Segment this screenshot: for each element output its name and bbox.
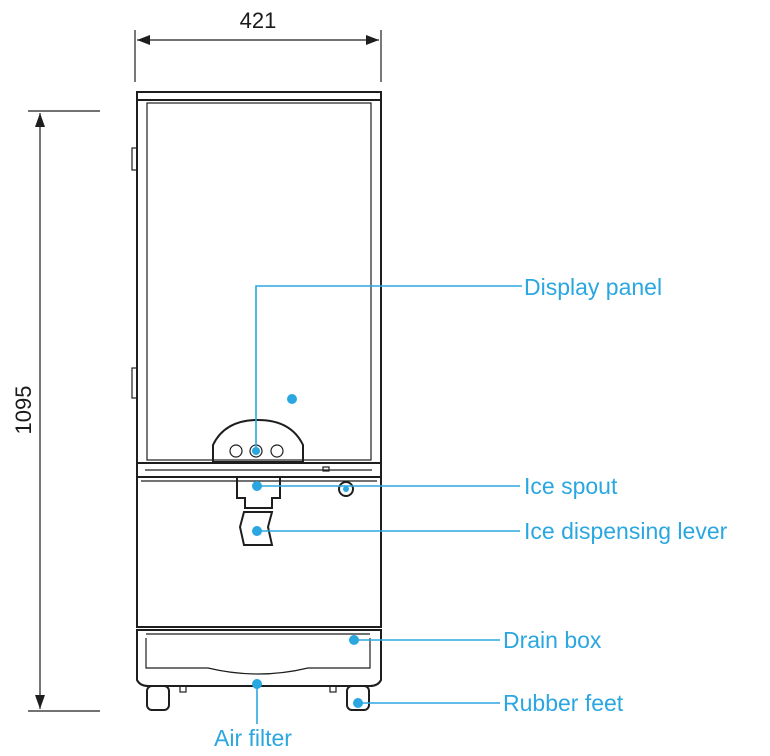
ice-spout-label: Ice spout <box>524 473 618 499</box>
height-label: 1095 <box>11 386 36 435</box>
callout-ice-dispensing-lever: Ice dispensing lever <box>252 518 728 544</box>
callout-ice-spout: Ice spout <box>252 473 618 499</box>
callout-drain-box: Drain box <box>349 627 602 653</box>
callout-air-filter: Air filter <box>214 679 292 751</box>
rubber-feet-label: Rubber feet <box>503 690 624 716</box>
height-dimension: 1095 <box>11 110 100 712</box>
display-panel-dot <box>287 394 297 404</box>
air-filter-label: Air filter <box>214 725 292 751</box>
callout-display-panel: Display panel <box>252 274 662 455</box>
callout-rubber-feet: Rubber feet <box>353 690 624 716</box>
ice-dispensing-lever-label: Ice dispensing lever <box>524 518 728 544</box>
machine-body <box>131 91 382 711</box>
width-dimension: 421 <box>134 8 382 82</box>
width-label: 421 <box>240 8 277 33</box>
drain-box-label: Drain box <box>503 627 602 653</box>
display-panel-label: Display panel <box>524 274 662 300</box>
